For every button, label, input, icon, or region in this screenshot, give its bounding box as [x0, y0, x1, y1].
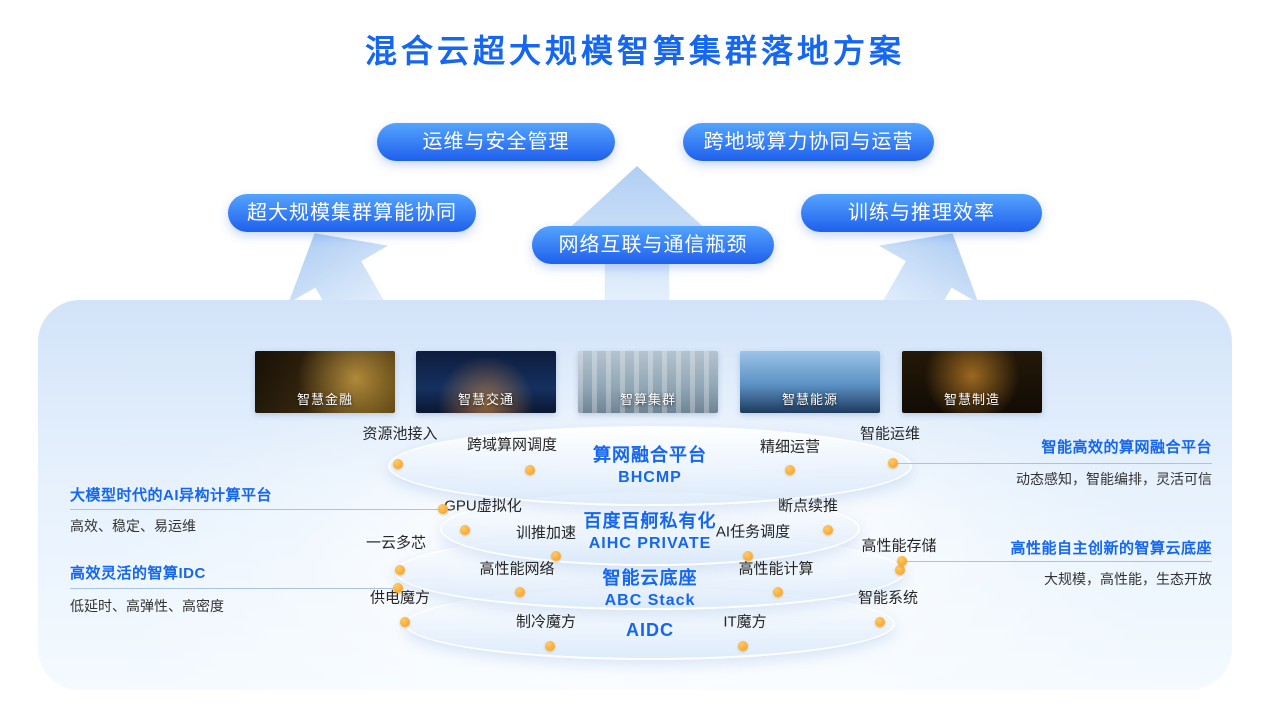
capability-label: 一云多芯: [365, 534, 427, 552]
industry-label: 智慧制造: [943, 392, 1000, 407]
pill-training-inference: 训练与推理效率: [801, 194, 1042, 232]
connector-dot: [895, 565, 905, 575]
callout-desc: 低延时、高弹性、高密度: [70, 598, 224, 614]
layer-title-aidc: AIDC: [550, 620, 750, 641]
callout-desc: 动态感知，智能编排，灵活可信: [1016, 471, 1212, 487]
capability-label: 智能运维: [859, 425, 921, 443]
connector-dot: [438, 504, 448, 514]
connector-dot: [875, 617, 885, 627]
layer-subtitle: BHCMP: [618, 469, 682, 486]
connector-dot: [743, 551, 753, 561]
connector-dot: [460, 525, 470, 535]
callout-line: [902, 561, 1212, 562]
connector-dot: [888, 458, 898, 468]
capability-label: 高性能计算: [738, 560, 814, 578]
callout-line: [70, 588, 398, 589]
connector-dot: [551, 551, 561, 561]
industry-image-energy: 智慧能源: [740, 351, 880, 413]
connector-dot: [515, 587, 525, 597]
industry-image-manufacturing: 智慧制造: [902, 351, 1042, 413]
industry-label: 智算集群: [619, 392, 676, 407]
capability-label: 跨域算网调度: [466, 436, 558, 454]
layer-name: AIDC: [626, 620, 674, 640]
industry-label: 智慧交通: [457, 392, 514, 407]
connector-dot: [773, 587, 783, 597]
layer-name: 智能云底座: [602, 568, 698, 588]
callout-heading-idc: 高效灵活的智算IDC: [70, 565, 206, 582]
callout-desc: 高效、稳定、易运维: [70, 518, 196, 534]
connector-dot: [393, 459, 403, 469]
capability-label: 断点续推: [777, 497, 839, 515]
connector-dot: [738, 641, 748, 651]
capability-label: GPU虚拟化: [444, 497, 522, 515]
pill-cluster-synergy: 超大规模集群算能协同: [228, 194, 476, 232]
industry-label: 智慧金融: [296, 392, 353, 407]
connector-dot: [823, 525, 833, 535]
layer-title-abc: 智能云底座 ABC Stack: [550, 564, 750, 610]
callout-heading-ai-platform: 大模型时代的AI异构计算平台: [70, 487, 273, 504]
capability-label: 精细运营: [759, 438, 821, 456]
capability-label: 制冷魔方: [515, 613, 577, 631]
layer-title-aihc: 百度百舸私有化 AIHC PRIVATE: [550, 507, 750, 553]
callout-line: [70, 509, 443, 510]
layer-title-bhcmp: 算网融合平台 BHCMP: [550, 441, 750, 487]
layer-subtitle: ABC Stack: [604, 592, 696, 609]
callout-heading-fusion-platform: 智能高效的算网融合平台: [1041, 439, 1212, 456]
layer-name: 百度百舸私有化: [583, 511, 717, 531]
connector-dot: [393, 583, 403, 593]
industry-image-traffic: 智慧交通: [416, 351, 556, 413]
callout-heading-cloud-base: 高性能自主创新的智算云底座: [1010, 540, 1212, 557]
capability-label: 供电魔方: [369, 589, 431, 607]
layer-subtitle: AIHC PRIVATE: [588, 535, 712, 552]
capability-label: IT魔方: [723, 613, 767, 631]
pill-network-bottleneck: 网络互联与通信瓶颈: [532, 226, 774, 264]
connector-dot: [545, 641, 555, 651]
connector-dot: [525, 465, 535, 475]
industry-image-finance: 智慧金融: [255, 351, 395, 413]
connector-dot: [395, 565, 405, 575]
layer-name: 算网融合平台: [593, 445, 707, 465]
capability-label: 高性能存储: [861, 537, 937, 555]
capability-label: 智能系统: [857, 589, 919, 607]
page-title: 混合云超大规模智算集群落地方案: [364, 33, 905, 69]
pill-cross-region: 跨地域算力协同与运营: [683, 123, 934, 161]
connector-dot: [897, 556, 907, 566]
callout-line: [893, 463, 1212, 464]
pill-ops-security: 运维与安全管理: [377, 123, 615, 161]
capability-label: 高性能网络: [479, 560, 555, 578]
industry-image-cluster: 智算集群: [578, 351, 718, 413]
capability-label: 训推加速: [515, 524, 577, 542]
connector-dot: [400, 617, 410, 627]
industry-label: 智慧能源: [781, 392, 838, 407]
vortex-ring-bhcmp: [388, 426, 912, 506]
connector-dot: [785, 465, 795, 475]
capability-label: AI任务调度: [715, 523, 791, 541]
capability-label: 资源池接入: [362, 425, 438, 443]
callout-desc: 大规模，高性能，生态开放: [1044, 571, 1212, 587]
